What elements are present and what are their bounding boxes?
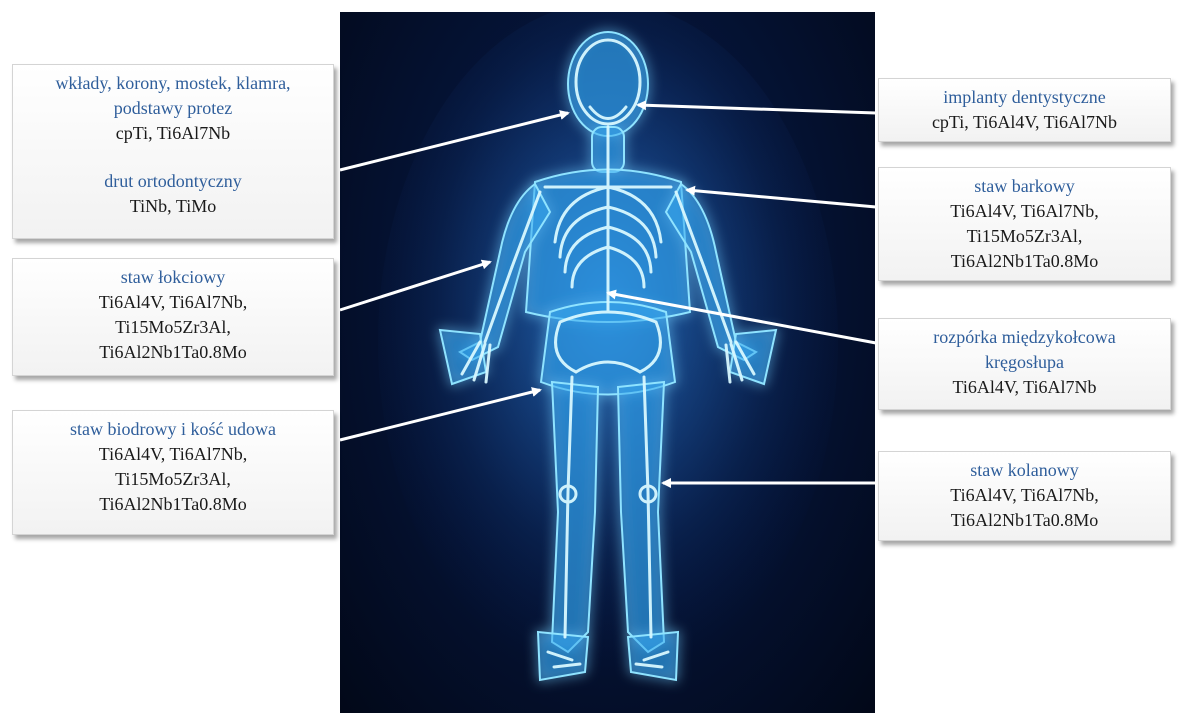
label-materials-line: Ti6Al4V, Ti6Al7Nb,	[879, 199, 1170, 224]
label-title-line: staw łokciowy	[13, 265, 333, 290]
label-materials-line: cpTi, Ti6Al4V, Ti6Al7Nb	[879, 110, 1170, 135]
label-title-line: staw biodrowy i kość udowa	[13, 417, 333, 442]
label-spinal-spacer: rozpórka międzykołcowa kręgosłupa Ti6Al4…	[878, 318, 1171, 410]
label-shoulder-joint: staw barkowy Ti6Al4V, Ti6Al7Nb, Ti15Mo5Z…	[878, 167, 1171, 281]
label-materials-line: Ti6Al2Nb1Ta0.8Mo	[879, 508, 1170, 533]
label-title-line: staw kolanowy	[879, 458, 1170, 483]
label-materials-line: TiNb, TiMo	[13, 194, 333, 219]
label-dental-restorations: wkłady, korony, mostek, klamra, podstawy…	[12, 64, 334, 239]
label-hip-femur: staw biodrowy i kość udowa Ti6Al4V, Ti6A…	[12, 410, 334, 535]
label-title-line: wkłady, korony, mostek, klamra,	[13, 71, 333, 96]
label-materials-line: Ti15Mo5Zr3Al,	[13, 315, 333, 340]
label-knee-joint: staw kolanowy Ti6Al4V, Ti6Al7Nb, Ti6Al2N…	[878, 451, 1171, 541]
skeleton-image	[340, 12, 875, 713]
label-title-line: rozpórka międzykołcowa	[879, 325, 1170, 350]
label-materials-line: Ti6Al2Nb1Ta0.8Mo	[879, 249, 1170, 274]
label-title-line: implanty dentystyczne	[879, 85, 1170, 110]
label-title-line: drut ortodontyczny	[13, 169, 333, 194]
label-title-line: kręgosłupa	[879, 350, 1170, 375]
label-materials-line: Ti6Al4V, Ti6Al7Nb,	[13, 442, 333, 467]
label-title-line: podstawy protez	[13, 96, 333, 121]
label-materials-line: Ti6Al4V, Ti6Al7Nb,	[879, 483, 1170, 508]
label-materials-line: Ti15Mo5Zr3Al,	[13, 467, 333, 492]
label-materials-line: cpTi, Ti6Al7Nb	[13, 121, 333, 146]
label-materials-line: Ti6Al4V, Ti6Al7Nb,	[13, 290, 333, 315]
skeleton-figure	[340, 12, 875, 713]
label-title-line: staw barkowy	[879, 174, 1170, 199]
label-materials-line: Ti6Al2Nb1Ta0.8Mo	[13, 492, 333, 517]
label-dental-implants: implanty dentystyczne cpTi, Ti6Al4V, Ti6…	[878, 78, 1171, 142]
label-materials-line: Ti15Mo5Zr3Al,	[879, 224, 1170, 249]
label-materials-line: Ti6Al2Nb1Ta0.8Mo	[13, 340, 333, 365]
label-elbow-joint: staw łokciowy Ti6Al4V, Ti6Al7Nb, Ti15Mo5…	[12, 258, 334, 376]
label-materials-line: Ti6Al4V, Ti6Al7Nb	[879, 375, 1170, 400]
